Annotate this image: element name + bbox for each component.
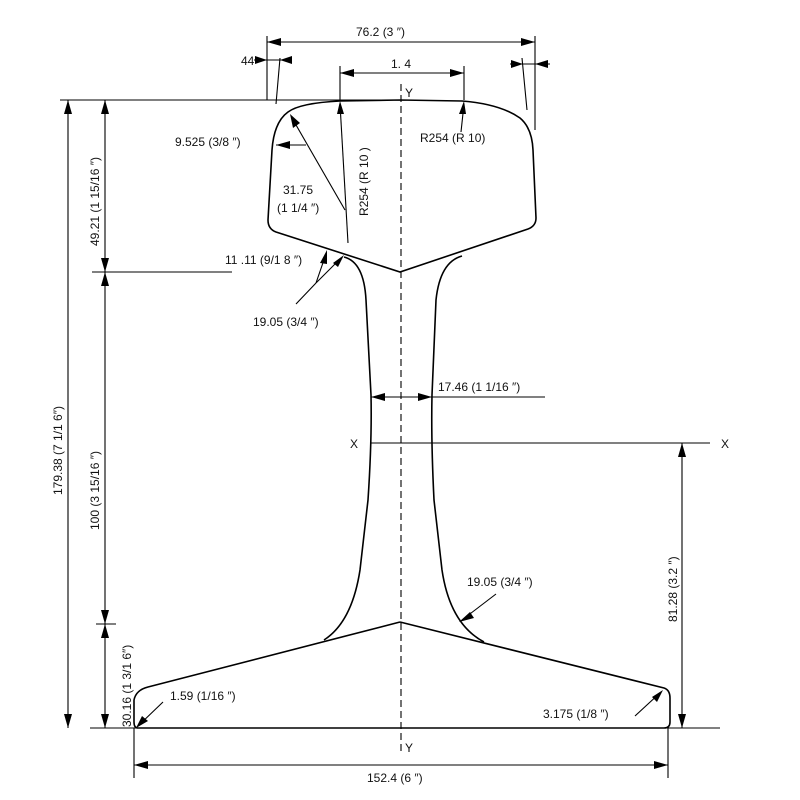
x-axis-label-left: X [350,437,358,451]
dimension-crown-radius-left: R254 (R 10 ) [337,101,371,244]
rail-profile [133,99,671,729]
dimension-web-thickness: 17.46 (1 1/16 ″) [371,380,545,401]
base-web-fillet-label: 19.05 (3/4 ″) [467,575,533,589]
head-web-fillet-label: 19.05 (3/4 ″) [253,315,319,329]
dimension-head-side-radius: 31.75 (1 1/4 ″) [277,114,346,215]
dimension-side-taper: 44 [241,54,550,111]
total-height-label: 179.38 (7 1/1 6″) [51,406,65,495]
dimension-crown-width: 1. 4 [339,57,465,100]
dimension-base-width: 152.4 (6 ″) [90,727,720,785]
base-width-label: 152.4 (6 ″) [367,771,423,785]
rail-web-left [323,256,372,641]
dimension-head-width: 76.2 (3 ″) [266,25,536,130]
neutral-axis-height-label: 81.28 (3.2 ″) [666,556,680,622]
y-axis-label-top: Y [405,86,413,100]
head-side-radius-label-1: 31.75 [283,183,313,197]
crown-width-label: 1. 4 [391,57,411,71]
dimension-base-edge-radius-right: 3.175 (1/8 ″) [543,690,663,721]
dimension-head-fillet: 11 .11 (9/1 8 ″) 19.05 (3/4 ″) [225,250,344,329]
dimension-head-corner-radius: 9.525 (3/8 ″) [175,135,306,149]
web-height-label: 100 (3 15/16 ″) [88,451,102,530]
dimension-neutral-axis-height: 81.28 (3.2 ″) [666,443,686,728]
head-height-label: 49.21 (1 15/16 ″) [88,157,102,246]
side-taper-label: 44 [241,54,255,68]
dimension-head-height: 49.21 (1 15/16 ″) [88,100,109,272]
head-fillet-label: 11 .11 (9/1 8 ″) [225,253,302,267]
rail-web-right [430,255,485,643]
dimension-base-height: 30.16 (1 3/1 6″) [101,624,134,728]
y-axis-label-bottom: Y [405,741,413,755]
dimension-web-height: 100 (3 15/16 ″) [88,272,116,625]
dimension-base-edge-radius-left: 1.59 (1/16 ″) [136,689,236,728]
crown-radius-right-label: R254 (R 10) [420,131,485,145]
head-corner-radius-label: 9.525 (3/8 ″) [175,135,241,149]
crown-radius-left-label: R254 (R 10 ) [357,147,371,216]
base-edge-radius-left-label: 1.59 (1/16 ″) [170,689,236,703]
rail-head-outline [267,99,537,273]
web-thickness-label: 17.46 (1 1/16 ″) [438,380,520,394]
dimension-total-height: 179.38 (7 1/1 6″) [51,100,72,728]
dimension-base-web-fillet: 19.05 (3/4 ″) [459,575,533,622]
x-axis-label-right: X [721,437,729,451]
head-width-label: 76.2 (3 ″) [356,25,405,39]
head-side-radius-label-2: (1 1/4 ″) [277,201,319,215]
base-edge-radius-right-label: 3.175 (1/8 ″) [543,707,609,721]
base-height-label: 30.16 (1 3/1 6″) [120,645,134,727]
dimension-crown-radius-right: R254 (R 10) [420,101,485,145]
